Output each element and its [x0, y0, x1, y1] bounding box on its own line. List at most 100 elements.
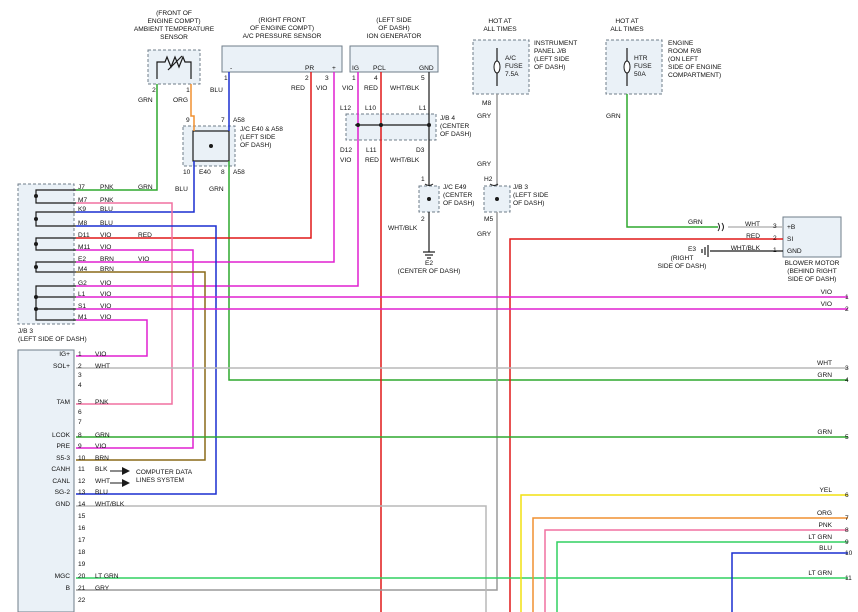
ground-e3-label-line: (RIGHT [671, 255, 694, 262]
jc-e40-label-line: OF DASH) [240, 142, 272, 149]
ac-pin-2: 2 [305, 75, 309, 82]
ecu-name-8: LCOK [52, 432, 71, 439]
edge-num-3: 3 [845, 365, 849, 372]
blower-pin-+B: +B [787, 224, 796, 231]
jc-pin-9: 9 [186, 117, 190, 124]
ecu-pin-14: 14 [78, 501, 86, 508]
ambient-temp-sensor [147, 49, 201, 85]
wire-label-e49: WHT/BLK [388, 225, 418, 232]
jb3-main-label-line: J/B 3 [18, 328, 33, 335]
ac-fuse-icon [493, 48, 501, 86]
jb4-l1: L1 [419, 105, 427, 112]
ac-pin-1: 1 [224, 75, 228, 82]
ecu-name-13: SG-2 [55, 489, 71, 496]
jb3-small-label-line: (LEFT SIDE [513, 192, 549, 199]
wire-vio-m1 [76, 319, 148, 357]
jb4-l11: L11 [366, 147, 377, 154]
wire-label-ac1: BLU [210, 87, 223, 94]
ion-generator [349, 45, 439, 73]
jb3-color-J7: PNK [100, 184, 114, 191]
ground-e3-label-line: SIDE OF DASH) [658, 263, 707, 270]
blower-num-3: 3 [773, 223, 777, 230]
ecu-name-5: TAM [57, 399, 70, 406]
ground-e2-label: (CENTER OF DASH) [398, 268, 461, 275]
ecu-pin-17: 17 [78, 537, 86, 544]
wires [76, 72, 848, 612]
ecu-pin-20: 20 [78, 573, 86, 580]
edge-label-9: LT GRN [808, 534, 832, 541]
edge-num-1: 1 [845, 294, 849, 301]
conn-m5: M5 [484, 216, 493, 223]
ecu-pin-18: 18 [78, 549, 86, 556]
wire-label-ion5: WHT/BLK [390, 85, 420, 92]
wire-blu-m8 [76, 225, 217, 495]
hot-label-acfuse-line: HOT AT [488, 18, 511, 25]
wire-yel-6 [520, 494, 848, 612]
junction-dots [34, 123, 499, 311]
edge-label-1: VIO [821, 289, 832, 296]
blower-num-1: 1 [773, 247, 777, 254]
ambient-sensor-label-line: AMBIENT TEMPERATURE [134, 26, 215, 33]
edge-label-10: BLU [819, 545, 832, 552]
ion-pin-4: 4 [374, 75, 378, 82]
ecu-color-10: BRN [95, 455, 109, 462]
computer-data-label-line: COMPUTER DATA [136, 469, 193, 476]
ion-generator-label-line: ION GENERATOR [367, 33, 422, 40]
ion-label-pcl: PCL [373, 65, 386, 72]
wire-grn-htr [626, 94, 718, 228]
ac-pressure-label-line: (RIGHT FRONT [258, 17, 305, 24]
ecu-pin-16: 16 [78, 525, 86, 532]
jc-e40-bus [192, 130, 230, 162]
edge-label-11: LT GRN [808, 570, 832, 577]
edge-label-6: YEL [820, 487, 833, 494]
ecu-pin-11: 11 [78, 466, 85, 473]
ecu-color-20: LT GRN [95, 573, 119, 580]
ecu-pin-13: 13 [78, 489, 86, 496]
jb4-l10: L10 [365, 105, 376, 112]
jb3-pin-M8: M8 [78, 220, 87, 227]
blower-wire-1: RED [746, 233, 760, 240]
wire-pnk-8 [544, 529, 848, 612]
edge-label-5: GRN [817, 429, 832, 436]
jb4-label-line: (CENTER [440, 123, 470, 130]
wire-label-jc8: GRN [209, 186, 224, 193]
jb3-main [17, 183, 75, 325]
ecu-color-14: WHT/BLK [95, 501, 125, 508]
blower-wire-2: WHT/BLK [731, 245, 761, 252]
jb3-color-E2: BRN [100, 256, 114, 263]
ion-generator-label-line: OF DASH) [378, 25, 410, 32]
edge-num-6: 6 [845, 492, 849, 499]
wire-label-m5: GRY [477, 231, 492, 238]
jb3-color-M8: BLU [100, 220, 113, 227]
amb-pin-1: 1 [186, 87, 190, 94]
jb4-label-line: OF DASH) [440, 131, 472, 138]
instrument-panel-jb [472, 39, 530, 95]
wire-vio-ac [76, 72, 335, 263]
wire-vio-m11 [76, 249, 194, 449]
jb3-pin-G2: G2 [78, 280, 87, 287]
wire-label-ac3: VIO [316, 85, 327, 92]
ground-e3-id: E3 [688, 246, 696, 253]
wire-label-d12: VIO [340, 157, 351, 164]
jc-e49-label-line: OF DASH) [443, 200, 475, 207]
jb4-label-line: J/B 4 [440, 115, 455, 122]
thermistor-symbol [156, 55, 192, 79]
jb3-pin-L1: L1 [78, 291, 86, 298]
jb3-pin-J7: J7 [78, 184, 85, 191]
ecu-name-11: CANH [51, 466, 70, 473]
jb3-pin-S1: S1 [78, 303, 86, 310]
edge-num-9: 9 [845, 539, 849, 546]
engine-rb-label-line: (ON LEFT [668, 56, 698, 63]
ecu-name-12: CANL [52, 478, 70, 485]
ground-e3-icon [701, 245, 709, 257]
ip-jb-label-line: PANEL J/B [534, 48, 567, 55]
edge-label-3: WHT [817, 360, 832, 367]
conn-a58-top: A58 [233, 117, 245, 124]
wire-brn-m4 [76, 271, 206, 461]
amb-pin-2: 2 [152, 87, 156, 94]
edge-label-8: PNK [818, 522, 832, 529]
jb3-color-M4: BRN [100, 266, 114, 273]
wire-gry-down [76, 212, 498, 591]
wire-vio-ion [76, 72, 359, 287]
